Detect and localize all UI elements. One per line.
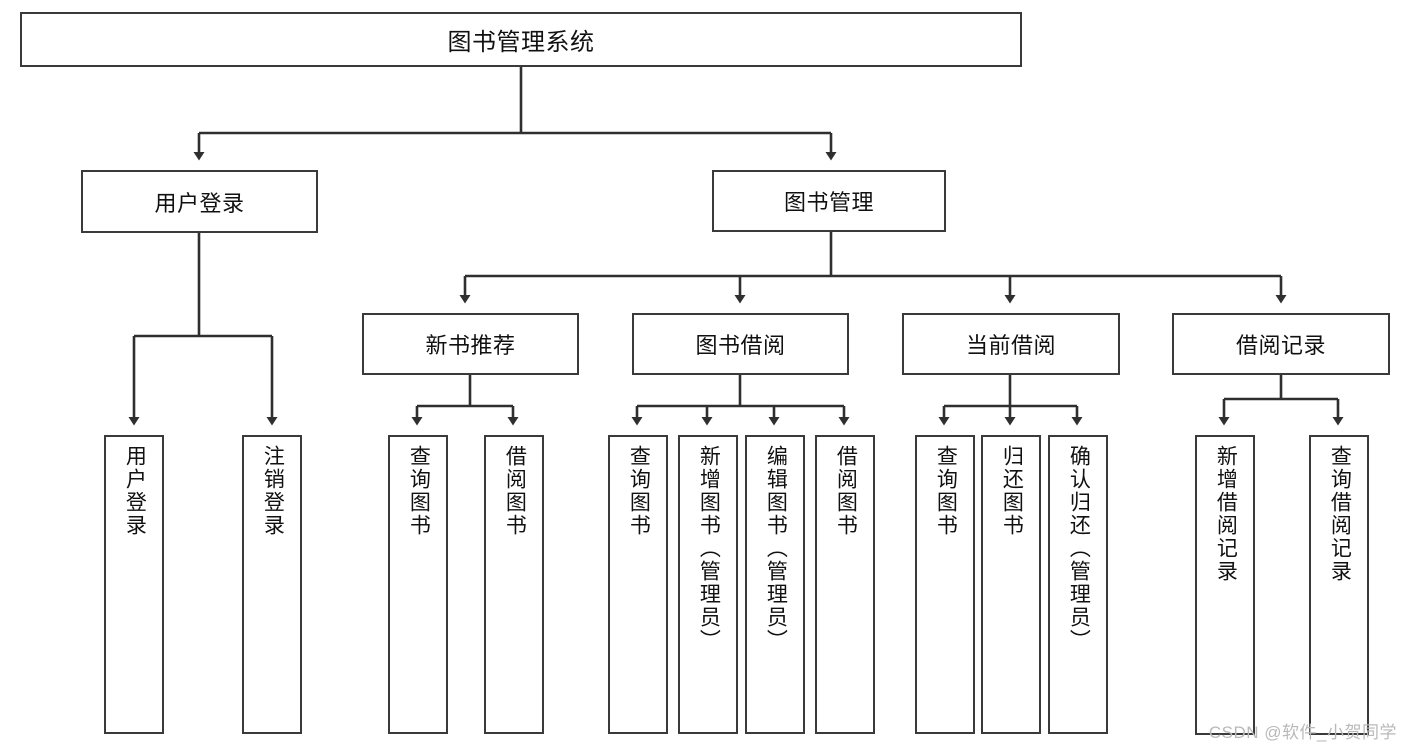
node-label: 借阅记录 bbox=[1235, 333, 1326, 358]
node-leaf-query-book-recommend[interactable]: 查询图书 bbox=[388, 435, 448, 734]
node-label: 借阅图书 bbox=[834, 445, 858, 537]
node-leaf-borrow-book-recommend[interactable]: 借阅图书 bbox=[484, 435, 544, 734]
node-leaf-add-borrow-record[interactable]: 新增借阅记录 bbox=[1195, 435, 1255, 735]
node-new-book-recommend[interactable]: 新书推荐 bbox=[362, 313, 579, 375]
node-label: 查询图书 bbox=[627, 445, 651, 537]
node-label: 新增图书（管理员） bbox=[697, 445, 721, 652]
node-label: 用户登录 bbox=[123, 445, 147, 537]
node-label: 借阅图书 bbox=[503, 445, 527, 537]
node-label: 图书借阅 bbox=[695, 333, 786, 358]
node-root-system[interactable]: 图书管理系统 bbox=[20, 12, 1022, 67]
node-label: 新增借阅记录 bbox=[1214, 445, 1238, 583]
node-label: 查询图书 bbox=[934, 445, 958, 537]
node-book-borrow[interactable]: 图书借阅 bbox=[632, 313, 849, 375]
node-label: 注销登录 bbox=[261, 445, 285, 537]
node-label: 确认归还（管理员） bbox=[1067, 445, 1091, 652]
node-label: 查询借阅记录 bbox=[1328, 445, 1352, 583]
node-current-borrow[interactable]: 当前借阅 bbox=[902, 313, 1120, 375]
node-label: 当前借阅 bbox=[965, 333, 1056, 358]
node-leaf-logout[interactable]: 注销登录 bbox=[242, 435, 302, 734]
node-label: 用户登录 bbox=[154, 190, 245, 216]
node-borrow-record[interactable]: 借阅记录 bbox=[1172, 313, 1390, 375]
node-leaf-query-borrow-record[interactable]: 查询借阅记录 bbox=[1309, 435, 1369, 735]
node-leaf-query-book-current[interactable]: 查询图书 bbox=[915, 435, 975, 734]
node-leaf-edit-book-admin[interactable]: 编辑图书（管理员） bbox=[745, 435, 805, 734]
node-user-login[interactable]: 用户登录 bbox=[81, 170, 318, 233]
node-leaf-query-book-borrow[interactable]: 查询图书 bbox=[608, 435, 668, 734]
node-leaf-return-book[interactable]: 归还图书 bbox=[981, 435, 1041, 734]
node-leaf-confirm-return-admin[interactable]: 确认归还（管理员） bbox=[1048, 435, 1108, 734]
node-label: 编辑图书（管理员） bbox=[764, 445, 788, 652]
node-leaf-user-login[interactable]: 用户登录 bbox=[104, 435, 164, 734]
node-label: 图书管理 bbox=[783, 190, 874, 215]
node-leaf-borrow-book[interactable]: 借阅图书 bbox=[815, 435, 875, 734]
node-label: 查询图书 bbox=[407, 445, 431, 537]
node-leaf-add-book-admin[interactable]: 新增图书（管理员） bbox=[678, 435, 738, 734]
node-label: 新书推荐 bbox=[425, 333, 516, 358]
node-book-management[interactable]: 图书管理 bbox=[712, 170, 946, 232]
node-label: 图书管理系统 bbox=[447, 29, 595, 56]
node-label: 归还图书 bbox=[1000, 445, 1024, 537]
